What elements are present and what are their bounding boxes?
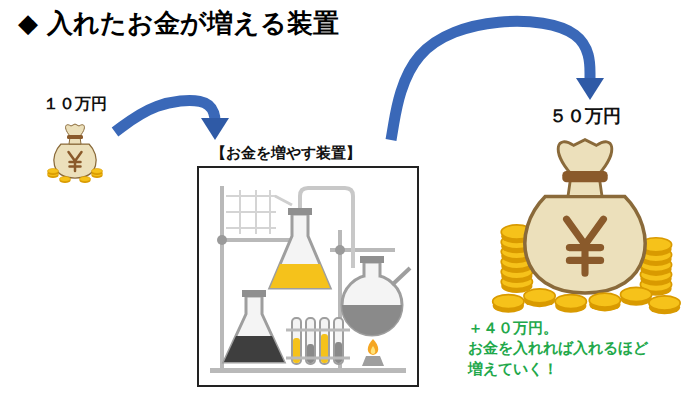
title: ◆ 入れたお金が増える装置 <box>18 6 339 41</box>
note-text: ＋４０万円。 お金を入れれば入れるほど 増えていく！ <box>468 318 693 379</box>
lab-part <box>371 346 376 354</box>
coin <box>80 177 91 182</box>
money-bag-node: １０万円 <box>35 90 115 182</box>
lab-part <box>220 186 224 372</box>
money-bag <box>493 140 680 315</box>
yen-mark <box>69 152 82 171</box>
lab-part <box>307 344 314 363</box>
lab-part <box>224 336 284 362</box>
lab-part <box>335 245 345 255</box>
lab-part <box>342 305 402 335</box>
lab-part <box>210 368 406 373</box>
lab-part <box>270 264 330 288</box>
bag-top <box>66 124 85 136</box>
lab-part <box>286 330 350 358</box>
lab-part <box>226 190 276 234</box>
arrow-head <box>201 118 229 140</box>
lab-part <box>392 268 410 285</box>
coin <box>589 293 620 307</box>
bag-body <box>525 196 645 293</box>
lab-part <box>224 296 284 362</box>
lab-part <box>362 356 384 366</box>
money-bag-node: ５０万円 <box>500 100 670 315</box>
lab-part <box>368 339 379 355</box>
yen-mark <box>567 219 604 273</box>
lab-part <box>364 262 380 277</box>
lab-part <box>275 196 292 205</box>
box-heading: 【お金を増やす装置】 <box>197 140 419 163</box>
bag-tie <box>67 135 83 139</box>
flow-arrow <box>115 100 229 140</box>
coin <box>555 295 586 309</box>
lab-part <box>242 290 266 297</box>
amount-label: １０万円 <box>35 90 115 115</box>
lab-part <box>217 235 227 245</box>
bag-top <box>558 140 612 174</box>
coin <box>524 289 555 303</box>
coin <box>48 169 59 174</box>
lab-part <box>226 190 276 234</box>
device-box: 【お金を増やす装置】 <box>197 140 419 387</box>
lab-part <box>288 208 312 215</box>
coin <box>60 177 71 182</box>
lab-part <box>270 214 330 288</box>
coin <box>493 295 524 309</box>
bag-body <box>54 144 96 178</box>
lab-equipment <box>210 186 410 373</box>
device-frame <box>197 166 419 387</box>
money-bag <box>48 124 103 183</box>
arrow-shaft <box>115 100 215 132</box>
lab-part <box>335 342 342 363</box>
coin <box>649 296 680 310</box>
coin <box>92 169 103 174</box>
bag-tie <box>562 171 607 182</box>
amount-label: ５０万円 <box>500 100 670 128</box>
lab-part <box>360 256 384 263</box>
coin <box>621 287 652 301</box>
money-bags <box>48 124 681 314</box>
arrow-head <box>576 78 604 100</box>
